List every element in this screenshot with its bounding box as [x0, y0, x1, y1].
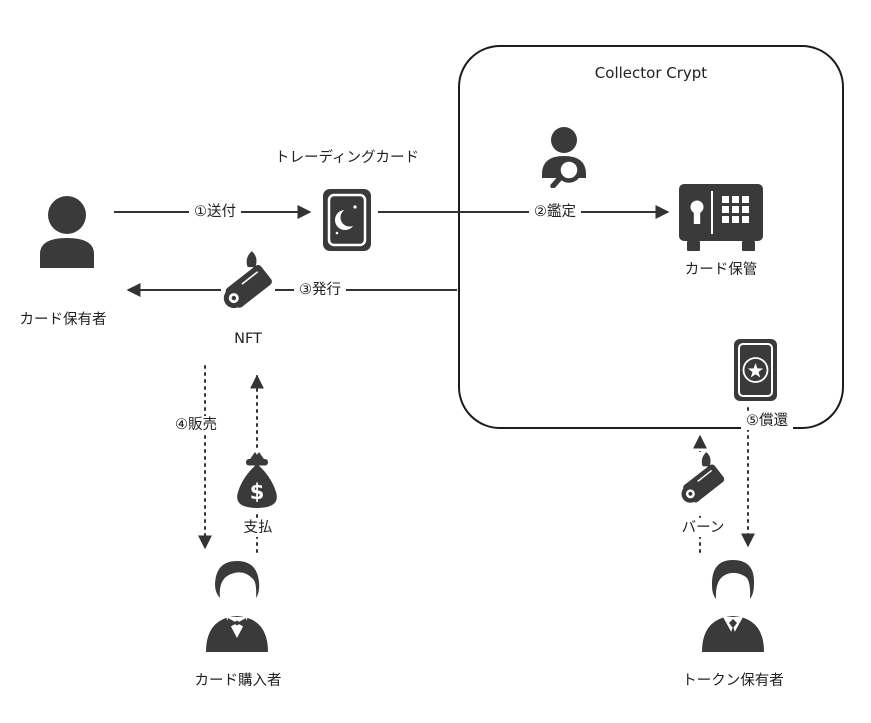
edge-label-issue: ③発行 — [294, 281, 346, 300]
payment-label: 支払 — [238, 519, 278, 538]
collector-crypt-boundary — [458, 45, 844, 429]
card-buyer-person-icon — [202, 556, 272, 652]
nft-label: NFT — [234, 331, 262, 347]
nft-scroll-icon — [221, 251, 275, 323]
star-card-icon — [733, 338, 778, 402]
money-bag-icon: $ — [231, 450, 283, 512]
card-holder-label: カード保有者 — [19, 312, 107, 328]
trading-card-icon — [322, 188, 372, 252]
token-holder-label: トークン保有者 — [682, 673, 784, 689]
trading-card-label: トレーディングカード — [275, 150, 419, 166]
collector-crypt-title: Collector Crypt — [594, 64, 708, 82]
svg-text:$: $ — [250, 480, 265, 504]
card-buyer-label: カード購入者 — [194, 673, 282, 689]
card-holder-person-icon — [38, 196, 96, 268]
token-holder-person-icon — [698, 556, 768, 652]
edge-label-send: ①送付 — [189, 203, 241, 222]
burn-label: バーン — [676, 519, 730, 538]
appraiser-icon — [531, 126, 589, 188]
card-storage-label: カード保管 — [684, 262, 758, 278]
edge-label-sell: ④販売 — [170, 416, 222, 435]
burn-scroll-icon — [679, 452, 727, 516]
edge-label-appraise: ②鑑定 — [529, 203, 581, 222]
edge-label-redeem: ⑤償還 — [741, 412, 793, 431]
safe-icon — [678, 183, 764, 253]
